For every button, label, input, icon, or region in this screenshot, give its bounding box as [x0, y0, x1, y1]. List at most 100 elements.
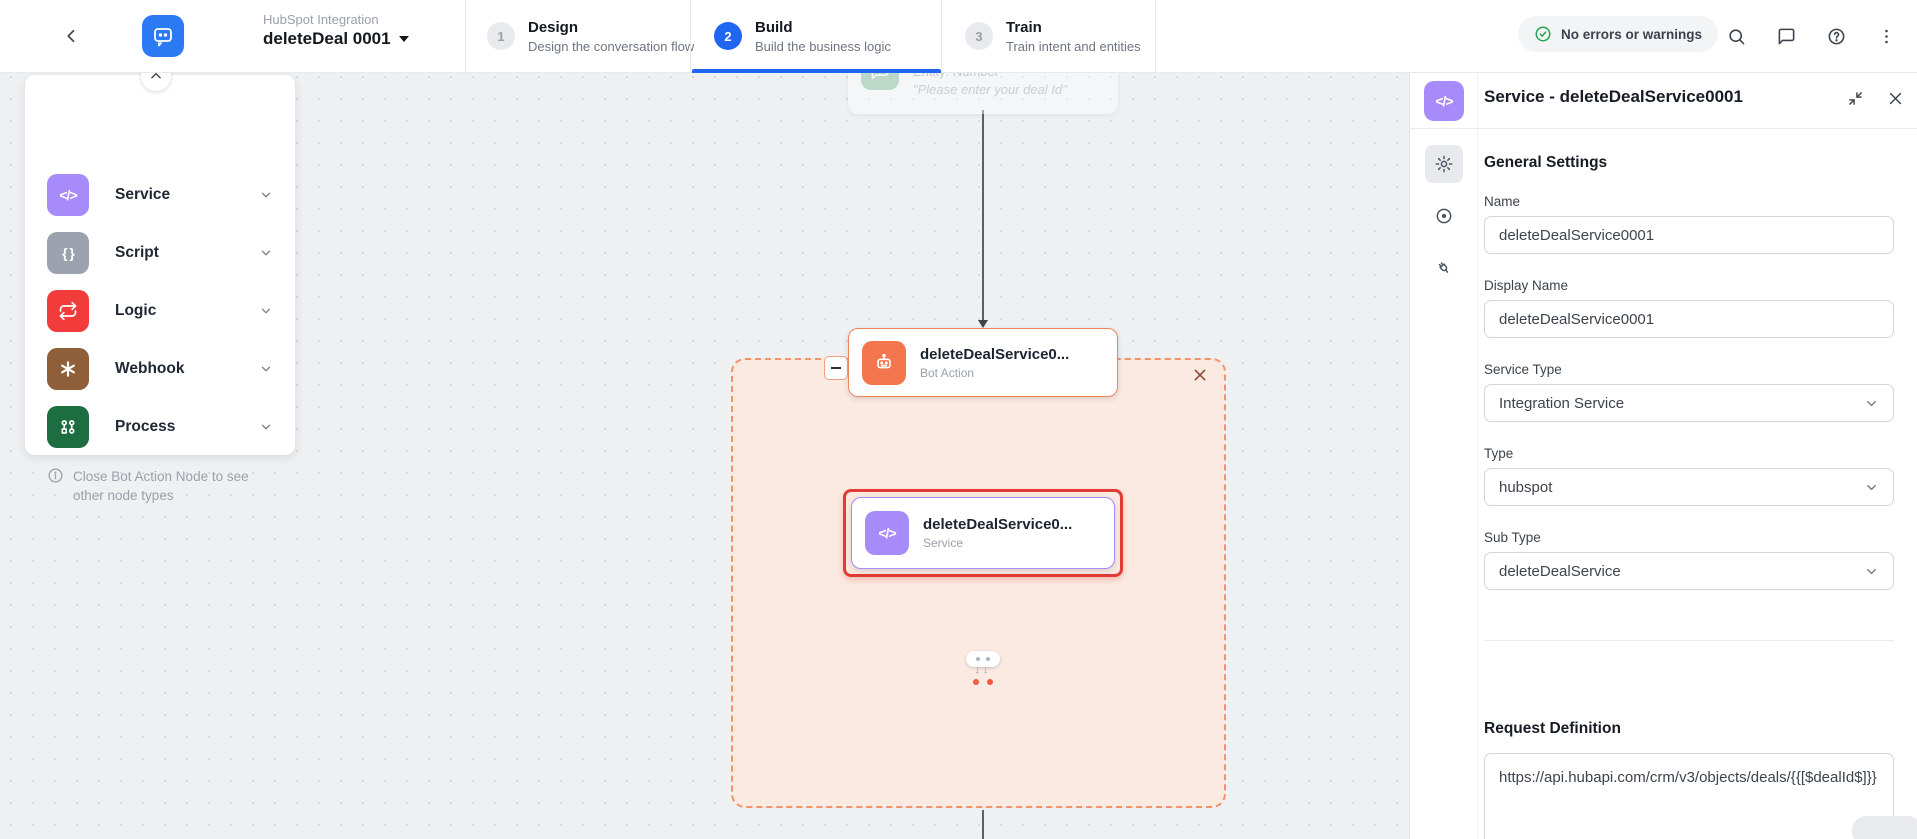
- tab-build-desc: Build the business logic: [755, 38, 891, 54]
- webhook-asterisk-icon: [47, 348, 89, 390]
- type-value: hubspot: [1499, 478, 1553, 496]
- chevron-down-icon: [1864, 396, 1879, 411]
- service-code-icon: </>: [1424, 81, 1464, 121]
- name-label: Name: [1484, 194, 1521, 209]
- palette-item-logic[interactable]: Logic: [25, 283, 295, 339]
- tab-design-label: Design: [528, 18, 579, 36]
- collapse-group-button[interactable]: [824, 356, 848, 380]
- service-type-select[interactable]: Integration Service: [1484, 384, 1894, 422]
- tab-train[interactable]: 3 Train Train intent and entities: [965, 0, 1141, 72]
- app-switcher-caret-icon: [398, 36, 409, 42]
- palette-item-label: Webhook: [115, 360, 185, 377]
- connector-line: [982, 810, 984, 839]
- sub-type-value: deleteDealService: [1499, 562, 1621, 580]
- tab-train-desc: Train intent and entities: [1006, 38, 1141, 54]
- request-url: https://api.hubapi.com/crm/v3/objects/de…: [1499, 769, 1877, 786]
- tab-build[interactable]: 2 Build Build the business logic: [714, 0, 891, 72]
- display-name-input[interactable]: [1484, 300, 1894, 338]
- tab-design-desc: Design the conversation flow: [528, 38, 695, 54]
- chevron-down-icon[interactable]: [259, 362, 273, 376]
- service-node[interactable]: </> deleteDealService0... Service: [851, 497, 1115, 569]
- tab-train-label: Train: [1006, 18, 1042, 36]
- tab-build-label: Build: [755, 18, 793, 36]
- app-title: deleteDeal 0001: [263, 29, 391, 48]
- service-node-title: deleteDealService0...: [923, 516, 1073, 533]
- tab-design[interactable]: 1 Design Design the conversation flow: [487, 0, 694, 72]
- properties-rail: </>: [1410, 73, 1478, 839]
- display-name-label: Display Name: [1484, 278, 1569, 293]
- service-type-label: Service Type: [1484, 362, 1562, 377]
- palette-item-label: Service: [115, 186, 171, 203]
- palette-note-text: Close Bot Action Node to see other node …: [73, 469, 249, 503]
- app-subtitle: HubSpot Integration: [263, 12, 379, 27]
- check-circle-icon: [1535, 26, 1551, 42]
- chevron-down-icon[interactable]: [259, 420, 273, 434]
- name-input[interactable]: [1484, 216, 1894, 254]
- request-definition-heading: Request Definition: [1484, 720, 1621, 737]
- script-braces-icon: { }: [47, 232, 89, 274]
- panel-title: Service - deleteDealService0001: [1484, 87, 1743, 106]
- connector-line: [982, 110, 984, 322]
- service-code-icon: </>: [865, 511, 909, 555]
- palette-item-service[interactable]: </> Service: [25, 167, 295, 223]
- type-label: Type: [1484, 446, 1514, 461]
- process-flow-icon: [47, 406, 89, 448]
- chat-icon[interactable]: [1772, 22, 1800, 50]
- chevron-down-icon[interactable]: [259, 188, 273, 202]
- search-icon[interactable]: [1722, 22, 1750, 50]
- palette-item-label: Script: [115, 244, 159, 261]
- corner-widget: [1852, 816, 1917, 839]
- type-select[interactable]: hubspot: [1484, 468, 1894, 506]
- collapse-panel-icon[interactable]: [1842, 85, 1868, 111]
- palette-item-label: Logic: [115, 302, 157, 319]
- top-bar: HubSpot Integration deleteDeal 0001 1 De…: [0, 0, 1917, 73]
- instance-properties-icon[interactable]: [1425, 197, 1463, 235]
- service-node-type: Service: [923, 536, 964, 550]
- palette-item-label: Process: [115, 418, 176, 435]
- properties-panel: </> Service - deleteDealService0001: [1409, 73, 1917, 839]
- more-menu-icon[interactable]: [1872, 22, 1900, 50]
- branch-arrows-icon: ↓↓: [974, 664, 992, 676]
- connections-icon[interactable]: [1425, 249, 1463, 287]
- branch-ports[interactable]: [966, 679, 1000, 685]
- chevron-down-icon[interactable]: [259, 246, 273, 260]
- sub-type-select[interactable]: deleteDealService: [1484, 552, 1894, 590]
- tab-design-number: 1: [487, 22, 515, 50]
- logic-loop-icon: [47, 290, 89, 332]
- connector-arrow: [978, 320, 988, 328]
- chevron-down-icon: [1864, 480, 1879, 495]
- back-button[interactable]: [58, 22, 86, 50]
- status-badge: No errors or warnings: [1518, 16, 1719, 52]
- bot-icon: [862, 340, 906, 385]
- selection-outline: [843, 489, 1123, 577]
- palette-item-script[interactable]: { } Script: [25, 225, 295, 281]
- node-palette: </> Service { } Script Logic Webh: [25, 75, 295, 503]
- chevron-down-icon[interactable]: [259, 304, 273, 318]
- bot-action-group: [731, 358, 1226, 808]
- palette-item-webhook[interactable]: Webhook: [25, 341, 295, 397]
- bot-action-node-type: Bot Action: [920, 365, 975, 380]
- app-switcher[interactable]: deleteDeal 0001: [263, 29, 409, 49]
- tab-train-number: 3: [965, 22, 993, 50]
- entity-node-prompt: "Please enter your deal Id": [913, 82, 1067, 97]
- branch-connector[interactable]: [966, 651, 1000, 667]
- palette-item-process[interactable]: Process: [25, 399, 295, 455]
- help-icon[interactable]: [1822, 22, 1850, 50]
- palette-note: Close Bot Action Node to see other node …: [47, 467, 277, 505]
- bot-action-node-title: deleteDealService0...: [920, 345, 1070, 363]
- chevron-down-icon: [1864, 564, 1879, 579]
- service-type-value: Integration Service: [1499, 394, 1625, 412]
- bot-action-group-close-icon[interactable]: [1192, 367, 1214, 389]
- general-settings-heading: General Settings: [1484, 154, 1608, 171]
- app-logo-icon[interactable]: [142, 15, 184, 57]
- settings-tab-gear-icon[interactable]: [1425, 145, 1463, 183]
- info-icon: [48, 468, 63, 483]
- bot-action-node[interactable]: deleteDealService0... Bot Action: [848, 328, 1118, 397]
- request-definition-textarea[interactable]: https://api.hubapi.com/crm/v3/objects/de…: [1484, 753, 1894, 839]
- close-panel-icon[interactable]: [1882, 85, 1908, 111]
- status-badge-text: No errors or warnings: [1561, 26, 1703, 42]
- sub-type-label: Sub Type: [1484, 530, 1541, 545]
- active-tab-indicator: [692, 69, 941, 73]
- tab-build-number: 2: [714, 22, 742, 50]
- service-code-icon: </>: [47, 174, 89, 216]
